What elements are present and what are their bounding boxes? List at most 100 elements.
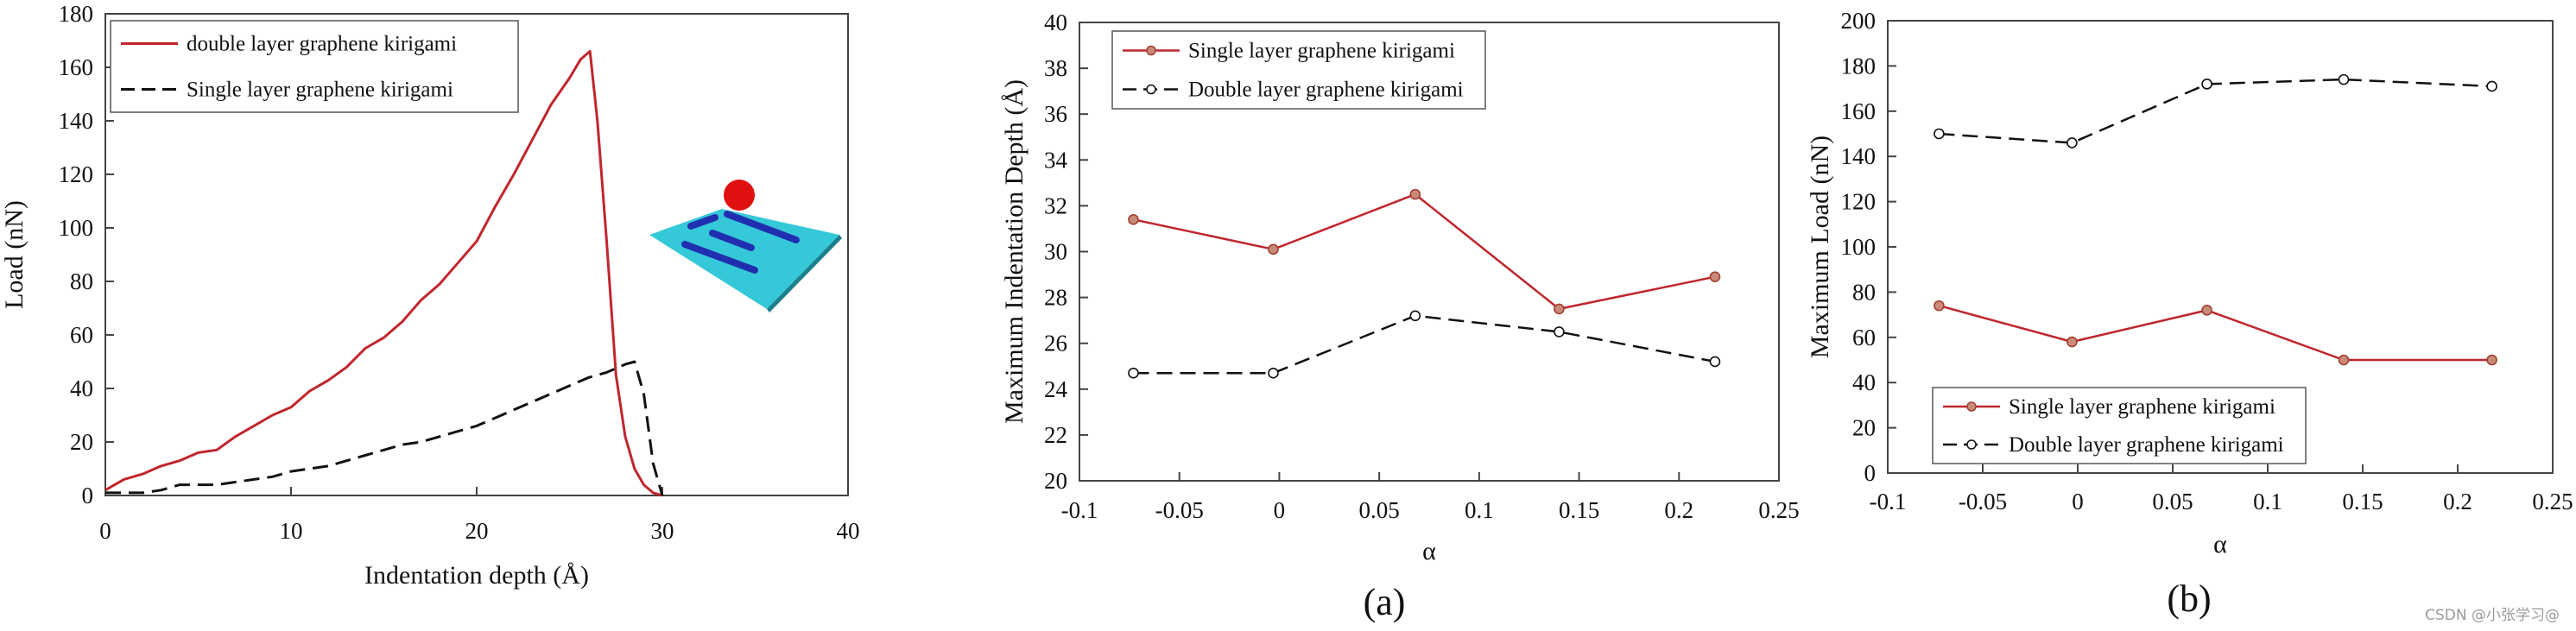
series-line-2 (1133, 314, 1716, 375)
y-tick-label: 20 (1044, 468, 1067, 494)
x-tick-label: 0.25 (2532, 489, 2573, 514)
data-point (1268, 243, 1279, 256)
legend-marker (1966, 401, 1977, 412)
x-tick-label: -0.05 (1155, 497, 1204, 523)
y-tick-label: 80 (1852, 279, 1876, 305)
x-axis-label: α (1422, 537, 1436, 565)
data-point (1554, 326, 1565, 338)
y-tick-label: 60 (70, 322, 93, 348)
x-tick-label: 0 (99, 518, 111, 544)
data-point (2486, 80, 2497, 92)
y-axis-label: Maximum Indentation Depth (Å) (1000, 79, 1029, 424)
data-point (1709, 271, 1721, 283)
kirigami-cut-1 (687, 214, 718, 230)
series-line-2 (105, 360, 664, 496)
y-tick-label: 180 (59, 1, 94, 27)
graphene-sheet (649, 209, 839, 309)
data-point (2066, 336, 2078, 348)
y-tick-label: 120 (1841, 189, 1877, 215)
data-point (2066, 137, 2078, 148)
y-tick-label: 140 (1841, 143, 1877, 169)
caption-b: (b) (2167, 577, 2211, 620)
y-tick-label: 200 (1841, 8, 1877, 34)
caption-a: (a) (1364, 581, 1406, 623)
data-point (1128, 367, 1139, 379)
y-tick-label: 0 (1864, 460, 1877, 486)
legend-label: double layer graphene kirigami (187, 33, 457, 56)
data-point (2486, 354, 2497, 366)
x-tick-label: 0.1 (2253, 489, 2282, 514)
y-tick-label: 40 (1044, 9, 1067, 35)
x-tick-label: 0.05 (1359, 497, 1400, 523)
x-axis-label: Indentation depth (Å) (364, 561, 589, 590)
legend-label: Double layer graphene kirigami (1188, 79, 1464, 102)
x-tick-label: 10 (280, 518, 303, 544)
y-tick-label: 180 (1841, 53, 1877, 79)
data-point (2201, 79, 2212, 90)
y-tick-label: 30 (1044, 239, 1067, 265)
y-axis-label: Maximum Load (nN) (1806, 136, 1834, 358)
y-tick-label: 26 (1044, 331, 1067, 357)
y-tick-label: 120 (59, 161, 94, 187)
y-tick-label: 140 (59, 108, 94, 134)
x-tick-label: 0.15 (1559, 497, 1599, 523)
x-tick-label: 0 (2072, 489, 2084, 514)
watermark: CSDN @小张学习@ (2425, 607, 2560, 624)
legend-label: Single layer graphene kirigami (1188, 40, 1455, 63)
indenter-ball (724, 180, 755, 211)
kirigami-cut-3 (709, 230, 755, 251)
y-tick-label: 32 (1044, 192, 1067, 218)
y-tick-label: 0 (82, 483, 94, 508)
y-tick-label: 28 (1044, 285, 1067, 311)
kirigami-sheet-illustration (649, 180, 842, 312)
data-point (1268, 367, 1279, 379)
series-line-1 (1939, 304, 2492, 362)
data-point (1934, 300, 1945, 312)
y-tick-label: 24 (1044, 376, 1068, 402)
series-line-1 (1133, 192, 1716, 311)
legend-marker (1966, 439, 1977, 450)
data-point (1709, 356, 1721, 368)
y-tick-label: 40 (1852, 369, 1876, 395)
y-tick-label: 160 (1841, 98, 1877, 124)
y-tick-label: 20 (70, 429, 93, 455)
x-tick-label: -0.05 (1959, 489, 2007, 514)
x-tick-label: -0.1 (1870, 489, 1907, 514)
data-point (1409, 310, 1421, 322)
y-tick-label: 40 (70, 375, 93, 401)
series-line-1 (104, 49, 663, 497)
series-line-2 (1939, 78, 2492, 144)
y-tick-label: 36 (1044, 101, 1067, 127)
data-point (1128, 214, 1139, 225)
y-tick-label: 34 (1044, 147, 1068, 173)
data-point (1554, 303, 1565, 315)
y-axis-label: Load (nN) (0, 200, 28, 309)
legend-box (110, 20, 519, 113)
data-point (2201, 305, 2212, 316)
x-tick-label: 0.05 (2152, 489, 2193, 514)
data-point (2338, 354, 2350, 366)
x-tick-label: 20 (465, 518, 489, 544)
x-tick-label: 0 (1274, 497, 1286, 523)
x-tick-label: 0.15 (2342, 489, 2383, 514)
kirigami-cut-4 (681, 241, 758, 274)
x-tick-label: 40 (837, 518, 860, 544)
x-tick-label: 0.2 (1664, 497, 1693, 523)
legend-marker (1146, 45, 1156, 56)
y-tick-label: 100 (1841, 234, 1877, 260)
data-point (1409, 188, 1421, 200)
x-axis-label: α (2213, 530, 2227, 558)
kirigami-cut-2 (724, 211, 800, 243)
data-point (2338, 73, 2350, 85)
x-tick-label: 0.2 (2443, 489, 2472, 514)
legend-box (1111, 30, 1486, 110)
y-tick-label: 100 (59, 215, 94, 241)
x-tick-label: 30 (651, 518, 674, 544)
y-tick-label: 38 (1044, 55, 1067, 81)
legend-box (1932, 387, 2307, 464)
x-tick-label: -0.1 (1061, 497, 1098, 523)
